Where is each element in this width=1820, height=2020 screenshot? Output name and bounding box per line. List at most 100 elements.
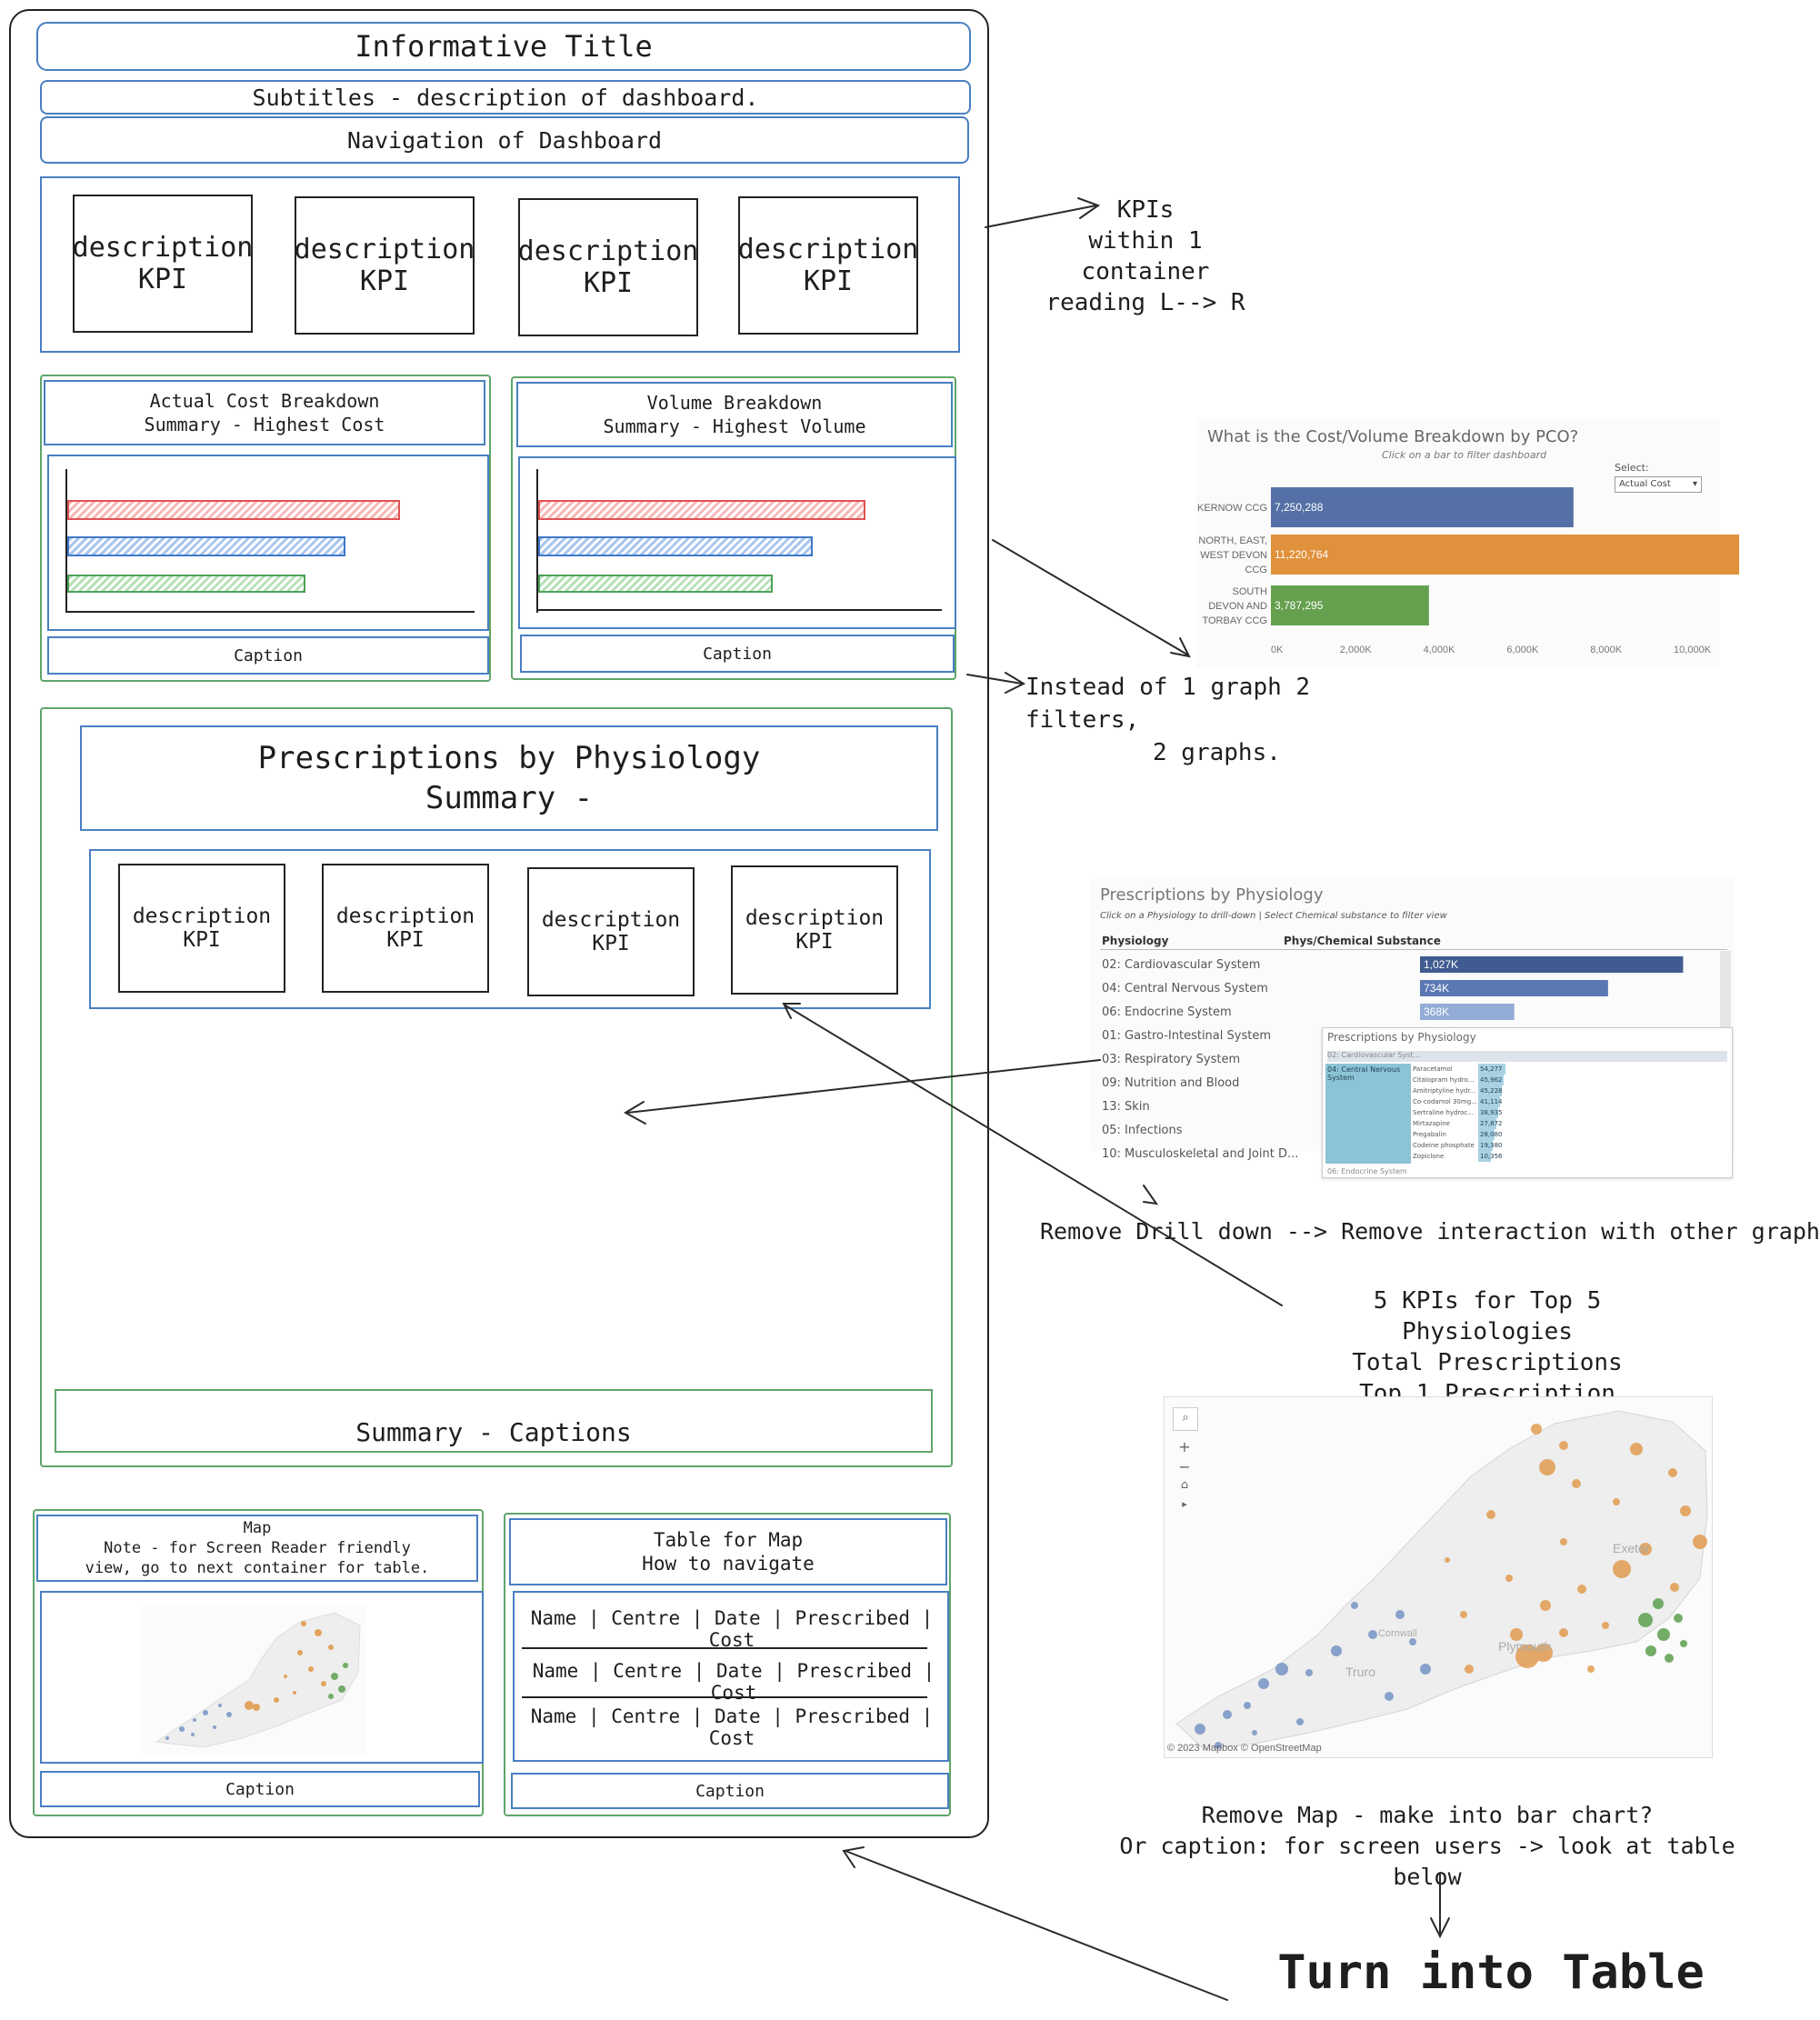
phys-popup-value: 28,080 — [1478, 1129, 1503, 1140]
map-panel-title: Map — [243, 1519, 272, 1537]
kpi-description: description — [737, 234, 919, 265]
phys-bar[interactable] — [1420, 956, 1684, 973]
phys-shot-subtitle: Click on a Physiology to drill-down | Se… — [1100, 911, 1447, 921]
arrow-top5 — [785, 1005, 1283, 1306]
phys-popup-row[interactable]: Sertraline hydroc...38,935 — [1413, 1107, 1540, 1118]
kpi-value: KPI — [137, 264, 188, 295]
annotation-kpis-line: KPIs — [1116, 196, 1175, 224]
chevron-down-icon: ▾ — [1692, 479, 1697, 489]
kpi-card: description KPI — [738, 196, 918, 335]
physiology-kpi-container — [89, 849, 931, 1009]
annotation-top5-line: 5 KPIs for Top 5 Physiologies — [1373, 1287, 1602, 1345]
phys-popup-row[interactable]: Pregabalin 28,080 — [1413, 1129, 1540, 1140]
phys-row[interactable]: 02: Cardiovascular System — [1102, 958, 1261, 972]
table-row-text: Name | Centre | Date | Prescribed | Cost — [530, 1705, 934, 1749]
volume-y-axis — [536, 469, 538, 613]
kpi-card: description KPI — [518, 198, 698, 336]
wireframe-frame — [9, 9, 989, 1838]
navigation-box[interactable]: Navigation of Dashboard — [40, 116, 969, 164]
pco-bar[interactable] — [1271, 487, 1574, 527]
volume-bar-blue — [538, 536, 813, 556]
phys-row[interactable]: 05: Infections — [1102, 1124, 1183, 1137]
table-panel — [504, 1513, 951, 1816]
pco-bar[interactable] — [1271, 585, 1429, 625]
volume-panel-header: Volume Breakdown Summary - Highest Volum… — [516, 382, 953, 447]
annotation-map-line: Or caption: for screen users -> look at … — [1119, 1833, 1735, 1890]
zoom-in-icon[interactable]: + — [1178, 1438, 1191, 1455]
annotation-graphs: Instead of 1 graph 2 filters, 2 graphs. — [1025, 671, 1407, 769]
phys-row[interactable]: 01: Gastro-Intestinal System — [1102, 1029, 1271, 1043]
kpi-description: description — [335, 905, 475, 928]
map-toolbar: ⌕ + − ⌂ ▸ — [1173, 1407, 1198, 1535]
phys-popup-value: 19,380 — [1478, 1140, 1503, 1151]
arrow-turn-into-table — [845, 1850, 1228, 2001]
phys-popup-footer: 06: Endocrine System — [1327, 1167, 1407, 1175]
pco-bar[interactable] — [1271, 535, 1740, 575]
physiology-panel — [40, 707, 953, 1467]
phys-shot-header-physiology: Physiology — [1102, 935, 1169, 947]
phys-popup-title: Prescriptions by Physiology — [1327, 1031, 1476, 1044]
annotation-map-line: Remove Map - make into bar chart? — [1201, 1802, 1654, 1828]
pco-x-tick: 10,000K — [1674, 645, 1712, 655]
subtitle-box: Subtitles - description of dashboard. — [40, 80, 971, 115]
phys-popup-selected[interactable]: 04: Central Nervous System — [1325, 1064, 1411, 1164]
zoom-out-icon[interactable]: − — [1178, 1458, 1191, 1475]
table-row-text: Name | Centre | Date | Prescribed | Cost — [532, 1660, 935, 1704]
kpi-container — [40, 176, 960, 353]
map-panel-header: Map Note - for Screen Reader friendly vi… — [36, 1515, 478, 1582]
subtitle: Subtitles - description of dashboard. — [252, 84, 759, 111]
phys-shot-rows: 02: Cardiovascular System 04: Central Ner… — [1102, 955, 1375, 1161]
annotation-kpis-line: reading L--> R — [1045, 289, 1245, 316]
cost-panel — [40, 375, 491, 682]
volume-bar-green — [538, 575, 773, 593]
volume-chart-area — [518, 456, 956, 629]
phys-bar[interactable] — [1420, 1004, 1515, 1020]
map-panel-note: view, go to next container for table. — [85, 1559, 430, 1577]
search-icon[interactable]: ⌕ — [1173, 1407, 1198, 1431]
phys-row[interactable]: 13: Skin — [1102, 1100, 1150, 1114]
map-screenshot-svg[interactable]: Exeter Truro Plymouth Cornwall © 2023 Ma… — [1164, 1396, 1713, 1758]
phys-row[interactable]: 09: Nutrition and Blood — [1102, 1076, 1240, 1090]
phys-popup-substance: Codeine phosphate — [1413, 1142, 1475, 1149]
play-icon[interactable]: ▸ — [1182, 1498, 1187, 1510]
pco-x-tick: 6,000K — [1506, 645, 1539, 655]
kpi-value: KPI — [795, 930, 834, 954]
phys-row[interactable]: 10: Musculoskeletal and Joint D... — [1102, 1147, 1299, 1161]
phys-bar[interactable] — [1420, 980, 1608, 996]
phys-popup-row[interactable]: Amitriptyline hydr...45,228 — [1413, 1085, 1540, 1096]
phys-row[interactable]: 06: Endocrine System — [1102, 1005, 1232, 1019]
map-caption: Caption — [225, 1779, 295, 1799]
phys-popup-row[interactable]: Co-codamol 30mg...41,114 — [1413, 1096, 1540, 1107]
phys-popup-substance: Mirtazapine — [1413, 1120, 1450, 1127]
kpi-description: description — [132, 905, 272, 928]
table-caption: Caption — [695, 1781, 765, 1801]
pco-select[interactable]: Actual Cost ▾ — [1615, 476, 1702, 493]
phys-popup-substance: Pregabalin — [1413, 1131, 1446, 1138]
navigation-label: Navigation of Dashboard — [346, 126, 663, 154]
arrow-physiology — [626, 1059, 1101, 1114]
table-panel-title: Table for Map — [653, 1529, 804, 1551]
phys-bar-label: 368K — [1424, 1005, 1449, 1018]
physiology-captions: Summary - Captions — [355, 1416, 632, 1447]
physiology-kpi-card: description KPI — [731, 865, 898, 995]
annotation-map: Remove Map - make into bar chart? Or cap… — [1091, 1800, 1764, 1893]
phys-popup-row[interactable]: Citalopram hydro...45,962 — [1413, 1075, 1540, 1085]
arrow-graphs — [966, 674, 1023, 685]
map-label-cornwall: Cornwall — [1378, 1628, 1417, 1639]
phys-row[interactable]: 04: Central Nervous System — [1102, 982, 1268, 995]
kpi-value: KPI — [583, 267, 634, 299]
kpi-description: description — [517, 235, 699, 267]
cost-bar-blue — [67, 536, 345, 556]
home-icon[interactable]: ⌂ — [1180, 1478, 1189, 1492]
phys-row[interactable]: 03: Respiratory System — [1102, 1053, 1241, 1066]
volume-panel-summary: Summary - Highest Volume — [603, 415, 866, 437]
phys-shot-title: Prescriptions by Physiology — [1100, 885, 1324, 905]
annotation-top5-line: Total Prescriptions — [1352, 1349, 1623, 1376]
